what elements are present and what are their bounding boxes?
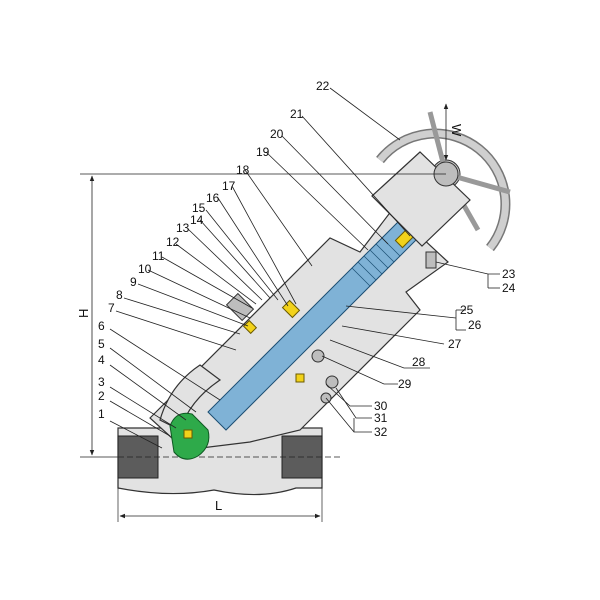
callout-17: 17 [222, 179, 236, 193]
callout-11: 11 [152, 249, 165, 263]
callout-4: 4 [98, 353, 105, 367]
callout-2: 2 [98, 389, 105, 403]
callout-12: 12 [166, 235, 180, 249]
callout-15: 15 [192, 201, 206, 215]
callout-22: 22 [316, 79, 330, 93]
callout-1: 1 [98, 407, 105, 421]
dimension-w-label: W [449, 124, 464, 137]
callout-10: 10 [138, 262, 152, 276]
callout-23: 23 [502, 267, 516, 281]
dimension-l-label: L [215, 498, 222, 513]
callout-25: 25 [460, 303, 474, 317]
callout-14: 14 [190, 213, 204, 227]
dimension-l: L [117, 480, 323, 522]
callout-26: 26 [468, 318, 482, 332]
callout-30: 30 [374, 399, 388, 413]
callout-18: 18 [236, 163, 250, 177]
callout-27: 27 [448, 337, 462, 351]
callout-20: 20 [270, 127, 284, 141]
callout-31: 31 [374, 411, 388, 425]
callout-19: 19 [256, 145, 270, 159]
callout-16: 16 [206, 191, 220, 205]
callout-3: 3 [98, 375, 105, 389]
callout-29: 29 [398, 377, 412, 391]
pipe-ends [117, 435, 340, 479]
leader-lines [109, 87, 500, 449]
callout-6: 6 [98, 319, 105, 333]
dimension-h-label: H [76, 309, 91, 318]
callout-28: 28 [412, 355, 426, 369]
callout-8: 8 [116, 288, 123, 302]
callout-9: 9 [130, 275, 137, 289]
callout-32: 32 [374, 425, 388, 439]
callout-24: 24 [502, 281, 516, 295]
callout-5: 5 [98, 337, 105, 351]
handwheel: W [371, 103, 511, 252]
callout-labels: 1 2 3 4 5 6 7 8 9 10 11 12 13 14 15 16 1… [98, 79, 516, 439]
callout-21: 21 [290, 107, 304, 121]
dimension-h: H [76, 173, 446, 458]
callout-7: 7 [108, 301, 115, 315]
callout-13: 13 [176, 221, 190, 235]
